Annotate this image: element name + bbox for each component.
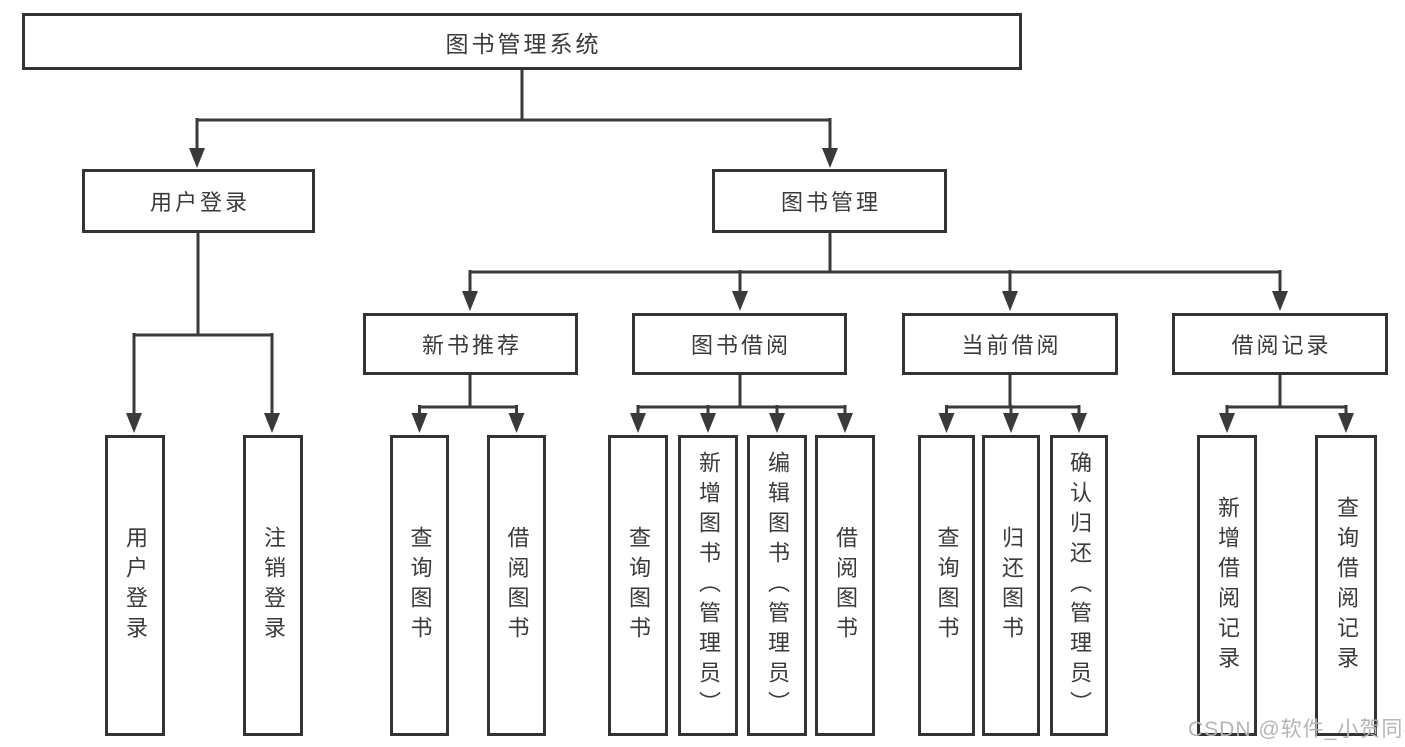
node-book-borrowing: 图书借阅 bbox=[632, 313, 847, 375]
node-root-label: 图书管理系统 bbox=[445, 30, 602, 57]
node-borrowing-records: 借阅记录 bbox=[1172, 313, 1388, 375]
node-book-management-label: 图书管理 bbox=[780, 190, 881, 215]
leaf-edit-books-admin-label: 编辑图书（管理员） bbox=[765, 450, 790, 721]
leaf-query-borrow-record-label: 查询借阅记录 bbox=[1334, 495, 1359, 676]
leaf-confirm-return-admin-label: 确认归还（管理员） bbox=[1067, 450, 1092, 721]
leaf-query-borrow-record: 查询借阅记录 bbox=[1315, 435, 1377, 736]
leaf-confirm-return-admin: 确认归还（管理员） bbox=[1050, 435, 1108, 736]
leaf-logout-label: 注销登录 bbox=[261, 525, 286, 646]
node-current-borrowing-label: 当前借阅 bbox=[961, 333, 1062, 358]
leaf-borrow-books-2-label: 借阅图书 bbox=[833, 525, 858, 646]
leaf-query-books-3: 查询图书 bbox=[918, 435, 975, 736]
leaf-borrow-books-2: 借阅图书 bbox=[815, 435, 875, 736]
leaf-user-login-label: 用户登录 bbox=[123, 525, 148, 646]
node-book-borrowing-label: 图书借阅 bbox=[690, 333, 791, 358]
leaf-user-login: 用户登录 bbox=[105, 435, 165, 736]
leaf-return-books: 归还图书 bbox=[982, 435, 1040, 736]
leaf-add-borrow-record: 新增借阅记录 bbox=[1197, 435, 1257, 736]
leaf-query-books-1-label: 查询图书 bbox=[407, 525, 433, 646]
node-user-login: 用户登录 bbox=[82, 169, 315, 233]
node-user-login-label: 用户登录 bbox=[149, 190, 250, 215]
node-new-book-recommend-label: 新书推荐 bbox=[421, 333, 522, 358]
leaf-return-books-label: 归还图书 bbox=[999, 525, 1024, 646]
node-new-book-recommend: 新书推荐 bbox=[363, 313, 578, 375]
node-current-borrowing: 当前借阅 bbox=[902, 313, 1118, 375]
leaf-query-books-1: 查询图书 bbox=[390, 435, 449, 736]
leaf-add-borrow-record-label: 新增借阅记录 bbox=[1215, 495, 1240, 676]
leaf-logout: 注销登录 bbox=[243, 435, 303, 736]
leaf-query-books-2: 查询图书 bbox=[608, 435, 668, 736]
leaf-add-books-admin: 新增图书（管理员） bbox=[678, 435, 738, 736]
leaf-query-books-2-label: 查询图书 bbox=[626, 525, 651, 646]
leaf-borrow-books-1-label: 借阅图书 bbox=[504, 525, 530, 646]
node-book-management: 图书管理 bbox=[712, 169, 947, 233]
node-borrowing-records-label: 借阅记录 bbox=[1231, 333, 1332, 358]
leaf-borrow-books-1: 借阅图书 bbox=[487, 435, 546, 736]
leaf-edit-books-admin: 编辑图书（管理员） bbox=[747, 435, 807, 736]
leaf-add-books-admin-label: 新增图书（管理员） bbox=[696, 450, 721, 721]
leaf-query-books-3-label: 查询图书 bbox=[934, 525, 960, 646]
node-root-system: 图书管理系统 bbox=[22, 13, 1022, 70]
csdn-watermark: CSDN @软件_小贺同学 bbox=[1188, 718, 1405, 741]
